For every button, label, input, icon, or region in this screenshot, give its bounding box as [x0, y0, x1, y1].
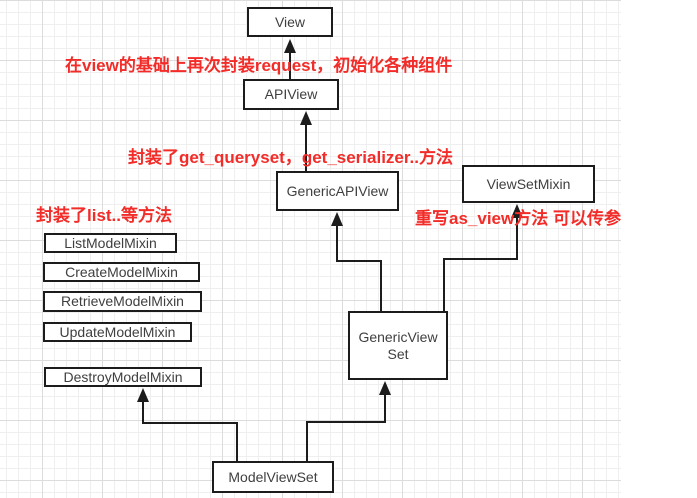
node-destroy-model-mixin: DestroyModelMixin [44, 367, 202, 387]
arrow-apiview-to-view [284, 39, 296, 79]
annotation-as-view: 重写as_view方法 可以传参 [415, 209, 621, 228]
annotation-request: 在view的基础上再次封装request，初始化各种组件 [65, 56, 453, 75]
arrow-modelviewset-to-destroymixin [137, 388, 238, 461]
annotation-queryset: 封装了get_queryset，get_serializer..方法 [128, 148, 454, 167]
node-apiview: APIView [243, 79, 339, 110]
node-update-model-mixin: UpdateModelMixin [43, 322, 192, 342]
node-model-viewset: ModelViewSet [212, 461, 334, 493]
node-view: View [247, 7, 333, 37]
node-generic-viewset: GenericView Set [348, 311, 448, 380]
node-retrieve-model-mixin: RetrieveModelMixin [43, 291, 202, 312]
arrow-modelviewset-to-genericviewset [306, 381, 391, 461]
node-list-model-mixin: ListModelMixin [44, 233, 177, 253]
node-create-model-mixin: CreateModelMixin [43, 262, 200, 282]
arrow-genericapiview-to-apiview [300, 111, 312, 171]
node-generic-apiview: GenericAPIView [276, 171, 399, 211]
annotation-list-methods: 封装了list..等方法 [36, 206, 173, 225]
node-viewset-mixin: ViewSetMixin [462, 165, 595, 203]
arrow-genericviewset-to-viewsetmixin [443, 204, 523, 311]
arrow-genericviewset-to-genericapiview [331, 212, 382, 311]
